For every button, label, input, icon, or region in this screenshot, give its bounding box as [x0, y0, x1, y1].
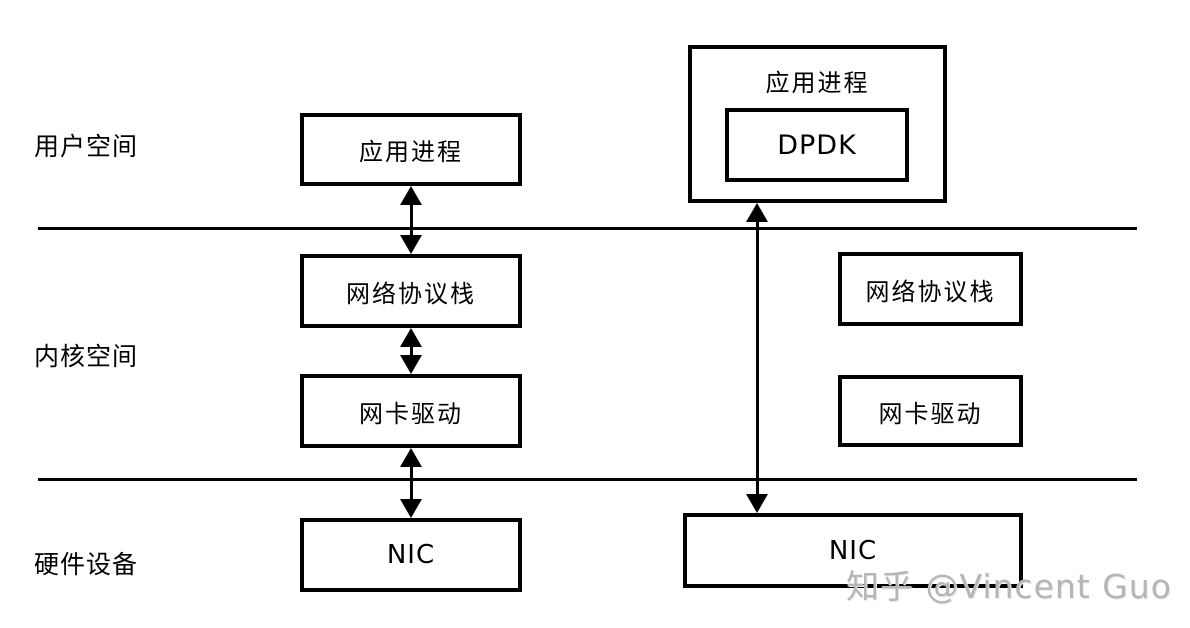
- arrowhead-up-icon: [746, 203, 768, 222]
- box-app-process-traditional: 应用进程: [300, 113, 522, 186]
- arrow-dpdk-bypass-to-nic: [745, 203, 769, 513]
- box-protocol-stack-dpdk: 网络协议栈: [838, 252, 1023, 326]
- zhihu-watermark: 知乎 @Vincent Guo: [846, 567, 1172, 606]
- separator-user-kernel: [38, 227, 1137, 230]
- box-nic-dpdk: NIC: [683, 513, 1023, 588]
- arrow-shaft: [409, 343, 413, 359]
- box-nic-driver-dpdk: 网卡驱动: [838, 375, 1023, 447]
- app-process-dpdk-label: 应用进程: [765, 69, 870, 97]
- box-nic-driver-traditional: 网卡驱动: [300, 374, 522, 448]
- arrowhead-up-icon: [400, 328, 422, 347]
- region-label-hardware: 硬件设备: [34, 550, 139, 579]
- region-label-user-space: 用户空间: [34, 132, 139, 161]
- arrow-protocol-stack-to-driver: [399, 328, 423, 374]
- arrowhead-down-icon: [400, 235, 422, 254]
- arrowhead-up-icon: [400, 448, 422, 467]
- box-nic-traditional: NIC: [300, 518, 522, 592]
- arrow-app-to-protocol-stack: [399, 186, 423, 254]
- arrowhead-down-icon: [746, 494, 768, 513]
- arrow-shaft: [755, 218, 759, 498]
- arrow-shaft: [409, 201, 413, 239]
- separator-kernel-hardware: [38, 478, 1137, 481]
- arrowhead-down-icon: [400, 355, 422, 374]
- box-protocol-stack-traditional: 网络协议栈: [300, 254, 522, 328]
- arrowhead-down-icon: [400, 499, 422, 518]
- arrow-driver-to-nic: [399, 448, 423, 518]
- region-label-kernel-space: 内核空间: [34, 342, 139, 371]
- box-dpdk: DPDK: [725, 108, 909, 182]
- arrowhead-up-icon: [400, 186, 422, 205]
- arrow-shaft: [409, 463, 413, 503]
